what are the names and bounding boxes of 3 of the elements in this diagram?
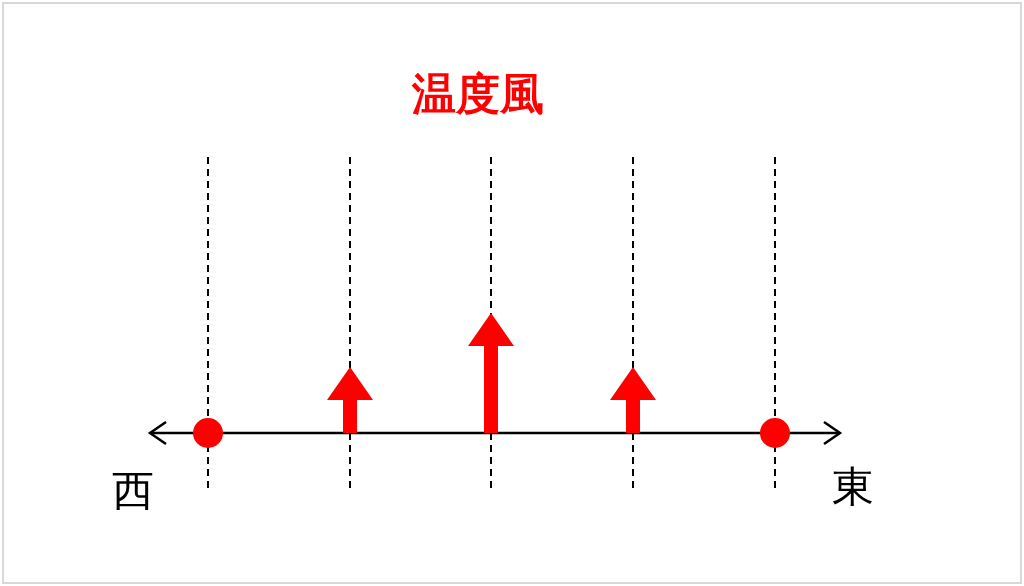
direction-label: 東: [832, 466, 874, 508]
title: 温度風: [412, 72, 544, 116]
direction-label: 西: [112, 470, 154, 512]
